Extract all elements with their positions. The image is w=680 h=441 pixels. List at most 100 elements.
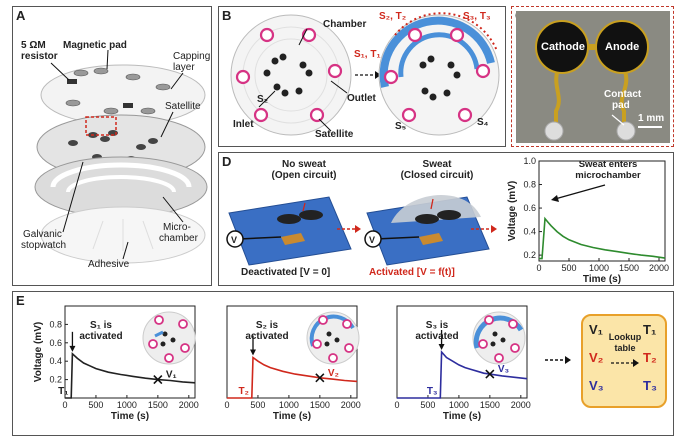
y-tick-label: 0.2 [49,375,62,385]
x-tick-label: 2000 [179,400,199,410]
panel-label-a: A [16,8,26,23]
y-tick-label: 0.8 [523,180,536,190]
lookup-label: Lookup table [605,332,645,354]
marker-x [315,373,325,383]
series-line [397,349,528,399]
label-activated: Activated [V = f(t)] [369,267,455,278]
x-tick-label: 1500 [480,400,500,410]
y-tick-label: 0.6 [523,203,536,213]
panel-label-d: D [222,154,232,169]
series-line [539,216,666,260]
x-tick-label: 0 [536,263,541,273]
label-chamber: Chamber [323,19,367,30]
label-no-sweat: No sweat (Open circuit) [259,159,349,181]
label-s4: S₄ [477,117,489,128]
panel-c: C Cathode Anode Contact pad 1 mm [511,6,674,147]
label-capping-layer: layer [173,62,195,73]
label-adhesive: Adhesive [88,259,130,270]
y-tick-label: 0.4 [49,356,62,366]
y-tick-label: 0.4 [523,227,536,237]
x-tick-label: 1000 [117,400,137,410]
note-s2-activated: S₂ is activated [237,320,297,342]
x-tick-label: 2000 [341,400,361,410]
marker-label: V₂ [328,368,339,379]
device-insets [142,311,526,365]
panel-label-e: E [16,293,25,308]
label-outlet: Outlet [347,93,376,104]
y-tick-label: 0.2 [523,250,536,260]
label-inlet: Inlet [233,119,254,130]
marker-x [153,375,163,385]
activation-arrow-head [69,345,76,352]
y-tick-label: 1.0 [523,156,536,166]
y-axis-label: Voltage (mV) [507,181,518,241]
label-s5: S₅ [395,121,407,132]
label-anode: Anode [605,41,640,53]
x-tick-label: 1500 [148,400,168,410]
note-s3-line1: S₃ is [425,320,449,331]
annotation-line1: Sweat enters [578,159,638,170]
note-s1-activated: S₁ is activated [71,320,131,342]
label-contact: Contact [604,89,642,100]
x-axis-label: Time (s) [273,411,311,422]
plot-frame [226,305,358,399]
x-axis-label: Time (s) [443,411,481,422]
sweat-subtitle: (Closed circuit) [400,170,474,181]
x-tick-label: 500 [420,400,435,410]
x-tick-label: 1000 [589,263,609,273]
label-sweat: Sweat (Closed circuit) [389,159,485,181]
sweat-title: Sweat [422,159,452,170]
device-disc-right [378,14,500,136]
label-resistor-value: 5 ΩM [21,40,46,51]
label-resistor: resistor [21,51,58,62]
series-line [65,352,196,399]
y-tick-label: 0.6 [49,338,62,348]
electrode-photo [535,20,662,141]
label-s2-t2: S₂, T₂ [379,11,407,22]
label-cathode: Cathode [541,41,585,53]
voltmeter-v-right: V [369,235,376,245]
x-axis-label: Time (s) [111,411,149,422]
y-axis-label: Voltage (mV) [33,322,44,382]
plot-frame [538,160,666,262]
cathode-electrode [535,20,589,74]
lookup-v2: V₂ [589,350,604,365]
inset-s1 [142,311,196,365]
device-topview-illustration [230,12,500,136]
annotation-arrow-line [554,184,606,200]
lookup-label-line2: table [614,343,636,353]
panel-b: B C [218,6,506,147]
note-s3-activated: S₃ is activated [407,320,467,342]
series-line [227,355,358,399]
contact-pad-left [544,121,564,141]
lookup-table-box: V₁ V₂ V₃ T₁ T₂ T₃ Lookup table [581,314,667,408]
plot-frame [64,305,196,399]
lookup-t2: T₂ [643,350,657,365]
circuit-illustrations [226,194,497,266]
annotation-arrow-head [551,195,559,202]
x-tick-label: 2000 [649,263,669,273]
note-s2-line2: activated [245,331,289,342]
x-tick-label: 0 [224,400,229,410]
activation-arrow-head [438,344,445,350]
x-tick-label: 1500 [310,400,330,410]
panel-d: D V V No sweat (Open circuit) Sweat (Clo… [218,152,674,286]
label-capping: Capping [173,51,211,62]
lookup-t3: T₃ [643,378,657,393]
voltmeter-v-left: V [231,235,238,245]
inset-s3 [472,311,526,365]
x-tick-label: 500 [250,400,265,410]
label-satellite: Satellite [315,129,354,140]
inset-s2 [306,311,360,365]
label-pad: pad [612,100,630,111]
lookup-arrow [611,359,639,367]
y-tick-label: 0.8 [49,319,62,329]
label-s2-left: S₂ [257,94,269,105]
x-tick-label: 1500 [619,263,639,273]
x-axis-label: Time (s) [583,274,621,284]
contact-pad-right [616,121,636,141]
lookup-v3: V₃ [589,378,604,393]
label-satellite: Satellite [165,101,201,112]
